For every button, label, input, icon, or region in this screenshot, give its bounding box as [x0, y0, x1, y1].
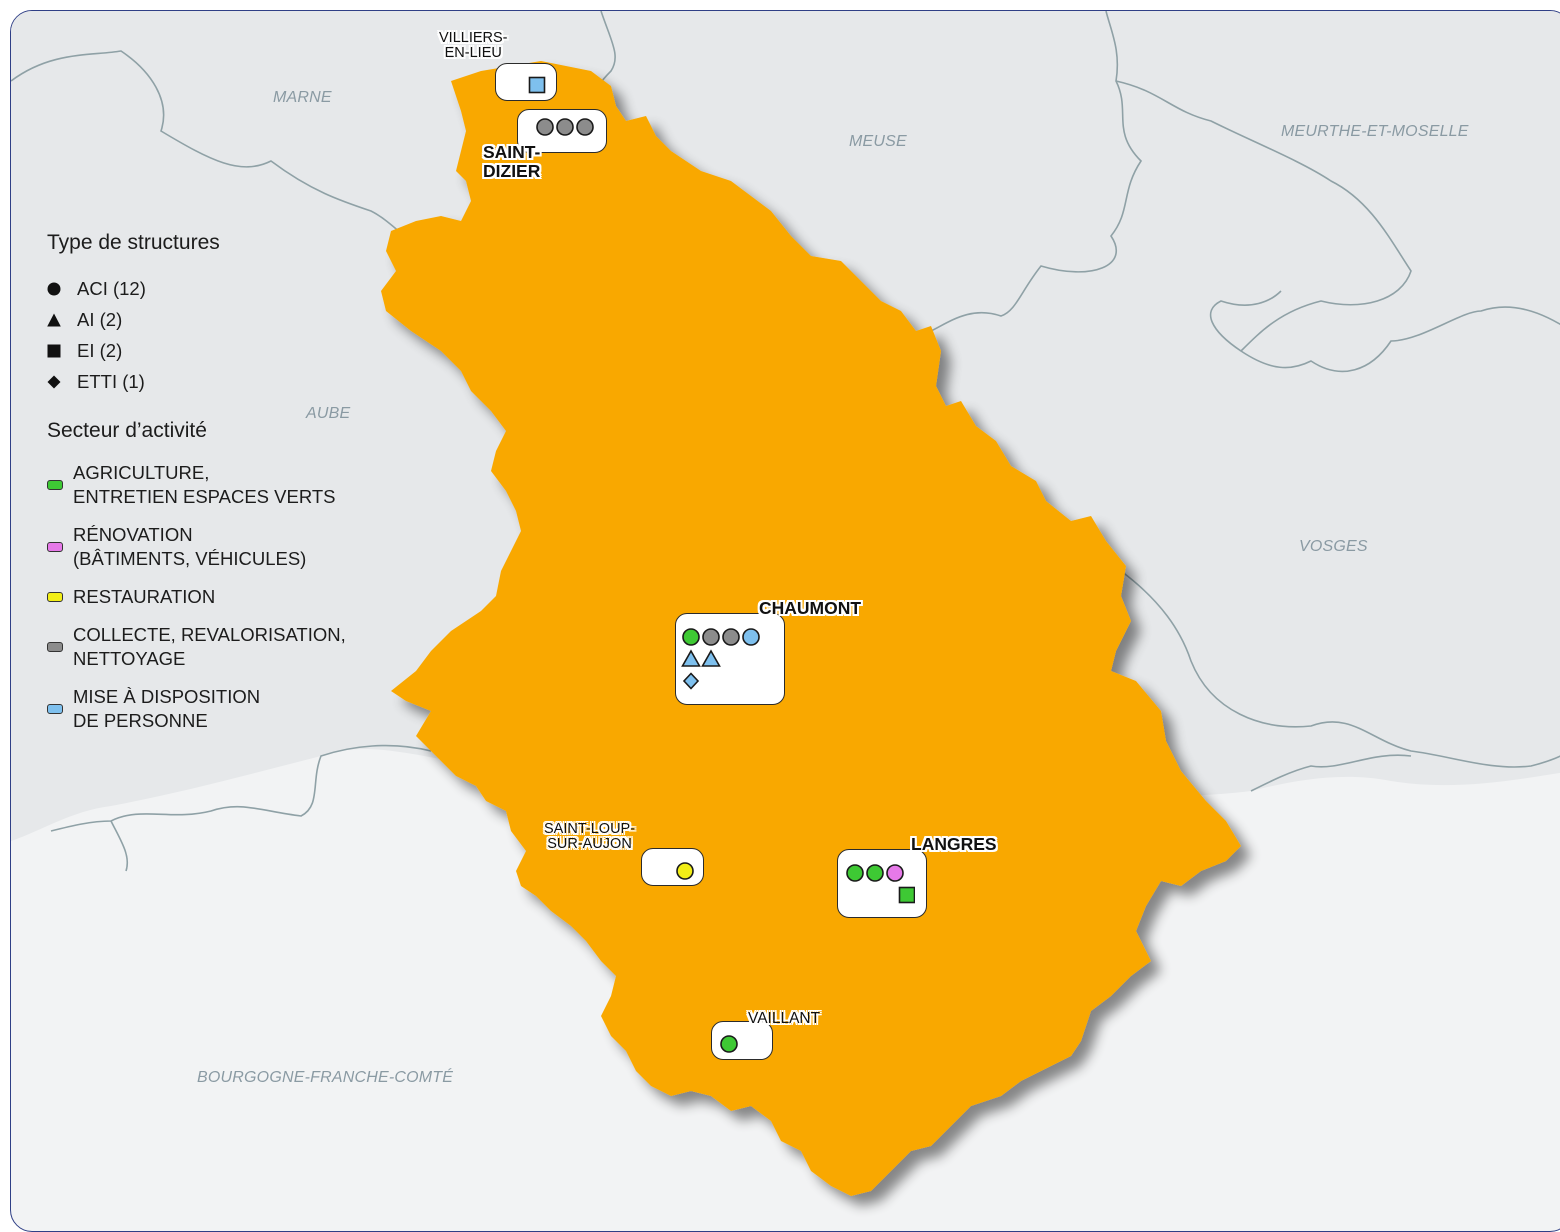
markers-saint-loup-sur-aujon	[676, 862, 694, 880]
marker-circle-collecte	[702, 628, 720, 646]
marker-square-agri	[898, 886, 915, 904]
map-canvas	[11, 11, 1560, 1196]
callout-saint-loup-sur-aujon[interactable]	[641, 848, 704, 886]
legend-sector-collecte: COLLECTE, REVALORISATION, NETTOYAGE	[47, 623, 346, 671]
legend-structure-label: EI (2)	[77, 339, 123, 361]
marker-circle-agri	[720, 1035, 738, 1053]
city-label-line2: SUR-AUJON	[547, 836, 632, 852]
legend-sectors-title: Secteur d’activité	[47, 419, 207, 442]
region-label-marne: MARNE	[273, 89, 332, 106]
sector-swatch	[47, 704, 63, 714]
marker-circle-agri	[846, 864, 864, 882]
legend-sector-line1: MISE À DISPOSITION	[73, 686, 261, 707]
sector-swatch	[47, 542, 63, 552]
map-frame: MARNE MEUSE MEURTHE-ET-MOSELLE AUBE VOSG…	[10, 10, 1560, 1232]
diamond-icon	[47, 375, 61, 389]
legend-sector-mise-a-disposition: MISE À DISPOSITION DE PERSONNE	[47, 685, 346, 733]
legend-sector-renovation: RÉNOVATION (BÂTIMENTS, VÉHICULES)	[47, 523, 346, 571]
legend-sector-line1: COLLECTE, REVALORISATION,	[73, 624, 346, 645]
legend-structure-label: AI (2)	[77, 308, 123, 330]
triangle-icon	[47, 313, 61, 327]
city-label-line1: VILLIERS-	[439, 30, 508, 46]
legend-structure-ei: EI (2)	[47, 335, 346, 366]
markers-chaumont	[681, 628, 760, 690]
city-label-villiers-en-lieu: VILLIERS-EN-LIEU	[439, 31, 508, 61]
callout-langres[interactable]	[837, 849, 927, 918]
legend-sector-restauration: RESTAURATION	[47, 585, 346, 609]
markers-saint-dizier	[536, 118, 594, 136]
callout-villiers-en-lieu[interactable]	[495, 63, 557, 101]
city-label-line2: DIZIER	[483, 161, 541, 181]
markers-vaillant	[720, 1035, 738, 1053]
region-label-aube: AUBE	[306, 405, 351, 422]
legend-sector-line1: RESTAURATION	[73, 586, 216, 607]
square-icon	[47, 344, 61, 358]
legend-structure-ai: AI (2)	[47, 304, 346, 335]
legend-structure-aci: ACI (12)	[47, 273, 346, 304]
marker-circle-agri	[682, 628, 700, 646]
callout-chaumont[interactable]	[675, 613, 785, 705]
marker-circle-mise	[742, 628, 760, 646]
legend-sector-label: COLLECTE, REVALORISATION, NETTOYAGE	[73, 623, 346, 671]
legend-sector-label: MISE À DISPOSITION DE PERSONNE	[73, 685, 260, 733]
region-label-vosges: VOSGES	[1299, 538, 1368, 555]
city-label-saint-dizier: SAINT-DIZIER	[483, 143, 540, 181]
city-label-line1: SAINT-LOUP-	[544, 821, 636, 837]
marker-circle-collecte	[576, 118, 594, 136]
sector-swatch	[47, 480, 63, 490]
region-label-bourgogne-franche-comte: BOURGOGNE-FRANCHE-COMTÉ	[197, 1069, 454, 1086]
city-label-line1: SAINT-	[483, 142, 541, 162]
city-label-vaillant: VAILLANT	[748, 1010, 821, 1027]
marker-triangle-mise	[701, 649, 721, 667]
region-label-meurthe-et-moselle: MEURTHE-ET-MOSELLE	[1281, 123, 1469, 140]
city-label-langres: LANGRES	[911, 834, 997, 854]
marker-circle-collecte	[536, 118, 554, 136]
sector-swatch	[47, 642, 63, 652]
marker-circle-resto	[676, 862, 694, 880]
legend: Type de structures ACI (12) AI (2) EI (2…	[47, 231, 346, 747]
circle-icon	[47, 282, 61, 296]
legend-sector-line2: (BÂTIMENTS, VÉHICULES)	[73, 548, 307, 569]
legend-structures-list: ACI (12) AI (2) EI (2) ETTI (1)	[47, 273, 346, 397]
marker-circle-reno	[886, 864, 904, 882]
legend-sector-line2: DE PERSONNE	[73, 710, 208, 731]
marker-triangle-mise	[681, 649, 701, 667]
markers-villiers-en-lieu	[528, 76, 546, 94]
marker-circle-collecte	[722, 628, 740, 646]
city-label-chaumont: CHAUMONT	[759, 598, 862, 618]
legend-sector-line1: RÉNOVATION	[73, 524, 193, 545]
marker-diamond-mise	[682, 672, 700, 690]
legend-sector-line1: AGRICULTURE,	[73, 462, 210, 483]
legend-sector-line2: ENTRETIEN ESPACES VERTS	[73, 486, 336, 507]
legend-sector-agriculture: AGRICULTURE, ENTRETIEN ESPACES VERTS	[47, 461, 346, 509]
legend-sector-label: RÉNOVATION (BÂTIMENTS, VÉHICULES)	[73, 523, 306, 571]
legend-sector-label: RESTAURATION	[73, 585, 215, 609]
sector-swatch	[47, 592, 63, 602]
city-label-line2: EN-LIEU	[444, 45, 502, 61]
legend-structures-title: Type de structures	[47, 231, 220, 254]
markers-langres	[846, 864, 915, 904]
marker-square-mise	[528, 76, 546, 94]
city-label-saint-loup-sur-aujon: SAINT-LOUP-SUR-AUJON	[544, 822, 635, 852]
marker-circle-collecte	[556, 118, 574, 136]
marker-circle-agri	[866, 864, 884, 882]
department-haute-marne	[381, 61, 1241, 1196]
legend-structure-etti: ETTI (1)	[47, 366, 346, 397]
legend-sector-line2: NETTOYAGE	[73, 648, 186, 669]
legend-structure-label: ETTI (1)	[77, 370, 145, 392]
region-label-meuse: MEUSE	[849, 133, 907, 150]
legend-structure-label: ACI (12)	[77, 277, 146, 299]
legend-sector-label: AGRICULTURE, ENTRETIEN ESPACES VERTS	[73, 461, 336, 509]
admin-border-lines	[11, 11, 1560, 872]
